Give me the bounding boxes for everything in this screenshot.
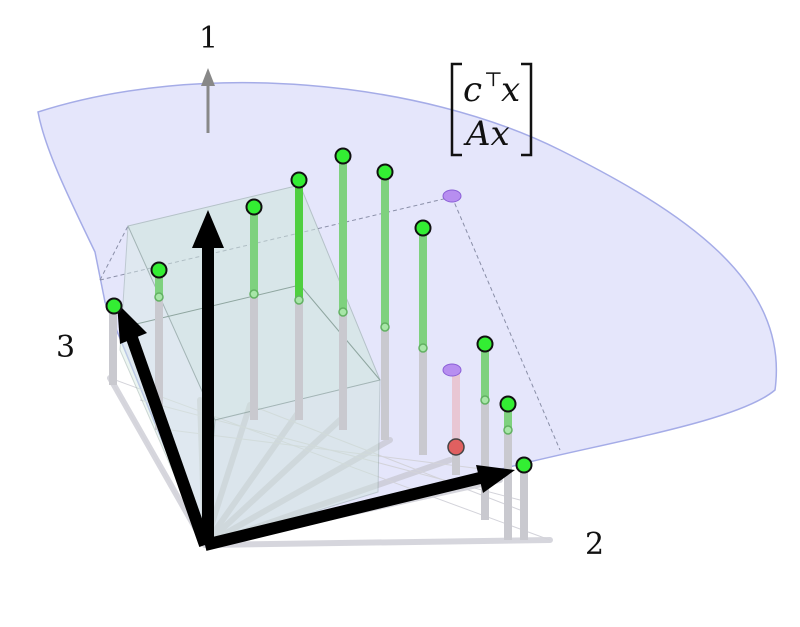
objective-surface (37, 81, 778, 546)
annotation-x: x (501, 70, 520, 110)
green-point (476, 335, 494, 353)
right-bracket (521, 62, 533, 157)
green-point (414, 219, 432, 237)
purple-marker (442, 189, 462, 203)
purple-marker (442, 363, 462, 377)
left-bracket (450, 62, 462, 157)
green-point (150, 261, 168, 279)
green-point (376, 163, 394, 181)
axis-label-1: 1 (199, 21, 218, 56)
annotation-c: c (463, 70, 482, 110)
basis-arrows (117, 210, 515, 551)
green-points (105, 147, 533, 474)
matrix-annotation: c ⊤ x Ax (450, 62, 533, 157)
red-point (447, 438, 465, 456)
green-point (245, 198, 263, 216)
sticks (109, 156, 528, 540)
green-point (290, 171, 308, 189)
green-point (105, 297, 123, 315)
annotation-transpose: ⊤ (484, 67, 503, 91)
green-point (334, 147, 352, 165)
annotation-ax: Ax (463, 114, 510, 154)
green-point (499, 395, 517, 413)
mid-markers (154, 289, 513, 435)
axis-1-arrow (201, 68, 215, 133)
axis-label-2: 2 (585, 527, 604, 562)
dashed-guides (99, 196, 561, 451)
green-point (515, 456, 533, 474)
axis-label-3: 3 (56, 330, 75, 365)
